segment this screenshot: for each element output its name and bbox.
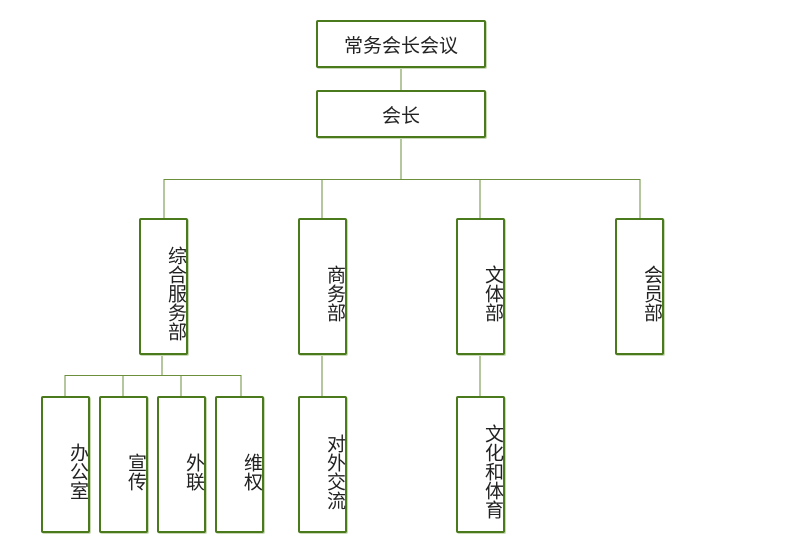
node-label: 文化和体育 [482, 424, 504, 519]
node-label: 外联 [183, 452, 205, 491]
node-label: 综合服务部 [165, 246, 187, 341]
node-standing-council: 常务会长会议 [316, 20, 486, 68]
node-external-relations: 外联 [157, 396, 206, 533]
node-label: 维权 [241, 452, 263, 491]
node-membership: 会员部 [615, 218, 664, 355]
node-culture-sports: 文体部 [456, 218, 505, 355]
node-office: 办公室 [41, 396, 90, 533]
node-president: 会长 [316, 90, 486, 138]
node-rights-protection: 维权 [215, 396, 264, 533]
node-label: 文体部 [482, 265, 504, 322]
node-label: 常务会长会议 [343, 34, 458, 57]
node-commerce: 商务部 [298, 218, 347, 355]
node-publicity: 宣传 [99, 396, 148, 533]
node-label: 宣传 [125, 452, 147, 491]
node-label: 商务部 [324, 265, 346, 322]
node-label: 办公室 [67, 443, 89, 500]
node-general-services: 综合服务部 [139, 218, 188, 355]
node-external-exchange: 对外交流 [298, 396, 347, 533]
node-label: 会员部 [641, 265, 663, 322]
node-culture-and-sports: 文化和体育 [456, 396, 505, 533]
node-label: 对外交流 [324, 433, 346, 510]
node-label: 会长 [381, 104, 420, 127]
